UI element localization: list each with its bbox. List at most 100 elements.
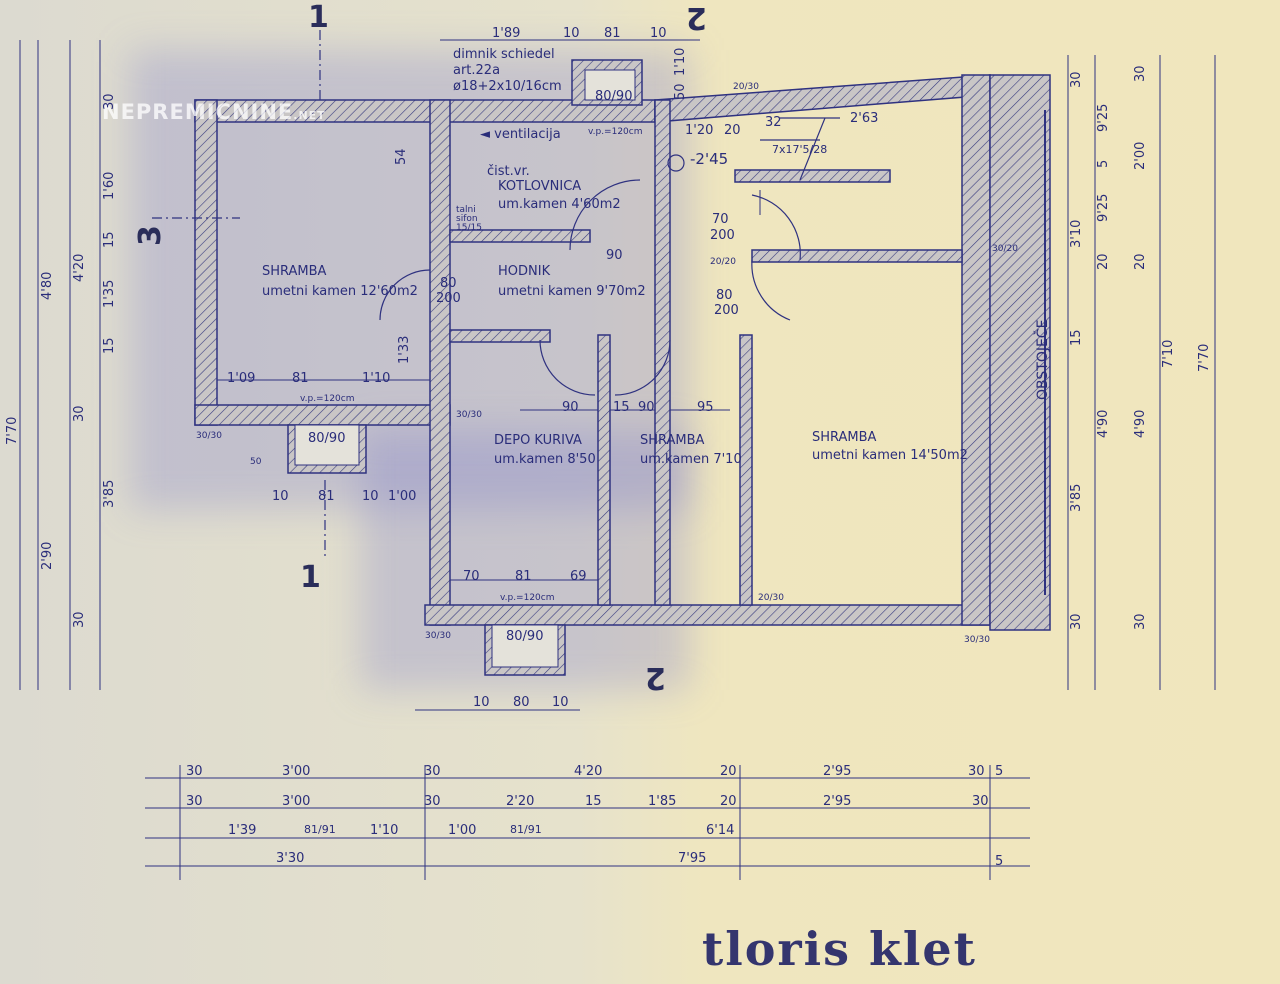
dim: 9'25 — [1096, 193, 1111, 222]
dim: 15 — [1069, 329, 1084, 346]
dim: 2'95 — [823, 794, 852, 809]
dim: 200 — [714, 303, 739, 318]
dim: 69 — [570, 569, 587, 584]
openings — [294, 69, 636, 668]
wall-tag: 20/30 — [733, 82, 759, 92]
wall-tag: 30/20 — [992, 244, 1018, 254]
window-size: 80/90 — [308, 431, 346, 446]
dim: 3'85 — [102, 479, 117, 508]
stairs-label: 7x17'5/28 — [772, 143, 828, 156]
dim: 6'14 — [706, 823, 735, 838]
dim: 2'63 — [850, 111, 879, 126]
dim: 3'00 — [282, 764, 311, 779]
dim: 4'20 — [72, 253, 87, 282]
dim: 20 — [724, 123, 741, 138]
section-mark: 1 — [300, 560, 321, 595]
existing-label: OBSTOJEČE — [1035, 319, 1051, 400]
dim: 20 — [1133, 253, 1148, 270]
dim: 1'10 — [362, 371, 391, 386]
section-mark: 2 — [645, 660, 666, 695]
dim: 200 — [436, 291, 461, 306]
window-size: 80/90 — [506, 629, 544, 644]
dim: 80 — [513, 695, 530, 710]
dim: 20 — [720, 764, 737, 779]
room-name: KOTLOVNICA — [498, 179, 582, 194]
window-sill-label: v.p.=120cm — [500, 593, 555, 603]
dim: 7'95 — [678, 851, 707, 866]
dim: 30 — [1069, 613, 1084, 630]
room-detail: um.kamen 8'50 — [494, 452, 596, 467]
dim: 10 — [650, 26, 667, 41]
room-name: HODNIK — [498, 264, 551, 279]
chimney-note: art.22a — [453, 63, 501, 78]
dim: 15 — [585, 794, 602, 809]
dim: 10 — [563, 26, 580, 41]
dim: 3'10 — [1069, 219, 1084, 248]
dim: 4'90 — [1133, 409, 1148, 438]
dim: 81/91 — [510, 823, 542, 836]
chimney-note: dimnik schiedel — [453, 47, 555, 62]
drawing-title: tloris klet — [702, 922, 977, 976]
dim: 30 — [1069, 71, 1084, 88]
dim: 81 — [318, 489, 335, 504]
wall-tag: 30/30 — [964, 635, 990, 645]
wall-tag: 20/20 — [710, 257, 736, 267]
dim: 2'95 — [823, 764, 852, 779]
dim: 4'80 — [40, 271, 55, 300]
chimney-note: ø18+2x10/16cm — [453, 79, 562, 94]
dim: 1'60 — [102, 171, 117, 200]
section-mark: 3 — [132, 225, 168, 246]
dim: 70 — [463, 569, 480, 584]
ventilation-label: ◄ ventilacija — [480, 127, 561, 142]
wall-tag: 20/30 — [758, 593, 784, 603]
room-detail: umetni kamen 14'50m2 — [812, 448, 968, 463]
dim: 9'25 — [1096, 103, 1111, 132]
room-name: SHRAMBA — [640, 433, 705, 448]
dim: 10 — [552, 695, 569, 710]
dim: 1'85 — [648, 794, 677, 809]
dim: 30 — [186, 764, 203, 779]
dim: 30 — [102, 93, 117, 110]
dim: 3'85 — [1069, 483, 1084, 512]
dim: 30 — [1133, 613, 1148, 630]
dim: 4'90 — [1096, 409, 1111, 438]
dim: 81/91 — [304, 823, 336, 836]
dim: 70 — [712, 212, 729, 227]
room-detail: um.kamen 7'10 — [640, 452, 742, 467]
section-mark: 2 — [686, 0, 707, 35]
floor-drain-label: talni sifon 15/15 — [456, 205, 482, 233]
dim: 2'20 — [506, 794, 535, 809]
dim: 10 — [272, 489, 289, 504]
walls — [194, 59, 1051, 676]
dim: 4'20 — [574, 764, 603, 779]
dim: 5 — [1096, 159, 1111, 168]
dim: 30 — [424, 794, 441, 809]
dim: 81 — [515, 569, 532, 584]
dim: 15 — [102, 337, 117, 354]
dim: 20 — [1096, 253, 1111, 270]
dim: 1'10 — [673, 47, 688, 76]
dim: 1'33 — [397, 335, 412, 364]
dim: 1'00 — [448, 823, 477, 838]
cleaning-label: čist.vr. — [487, 164, 530, 179]
level-mark: -2'45 — [690, 150, 729, 168]
dim: 80 — [716, 288, 733, 303]
room-detail: umetni kamen 12'60m2 — [262, 284, 418, 299]
wall-tag: 30/30 — [456, 410, 482, 420]
dim: 15 — [102, 231, 117, 248]
dim: 7'70 — [5, 416, 20, 445]
dim: 32 — [765, 115, 782, 130]
dim: 50 — [250, 457, 262, 467]
section-mark: 1 — [308, 0, 329, 35]
dim: 1'39 — [228, 823, 257, 838]
dim: 2'90 — [40, 541, 55, 570]
window-sill-label: v.p.=120cm — [300, 394, 355, 404]
dim: 90 — [562, 400, 579, 415]
shadow — [130, 50, 690, 510]
room-detail: um.kamen 4'60m2 — [498, 197, 621, 212]
room-name: SHRAMBA — [812, 430, 877, 445]
dim: 1'09 — [227, 371, 256, 386]
dim: 81 — [604, 26, 621, 41]
window-sill-label: v.p.=120cm — [588, 127, 643, 137]
dim: 20 — [720, 794, 737, 809]
